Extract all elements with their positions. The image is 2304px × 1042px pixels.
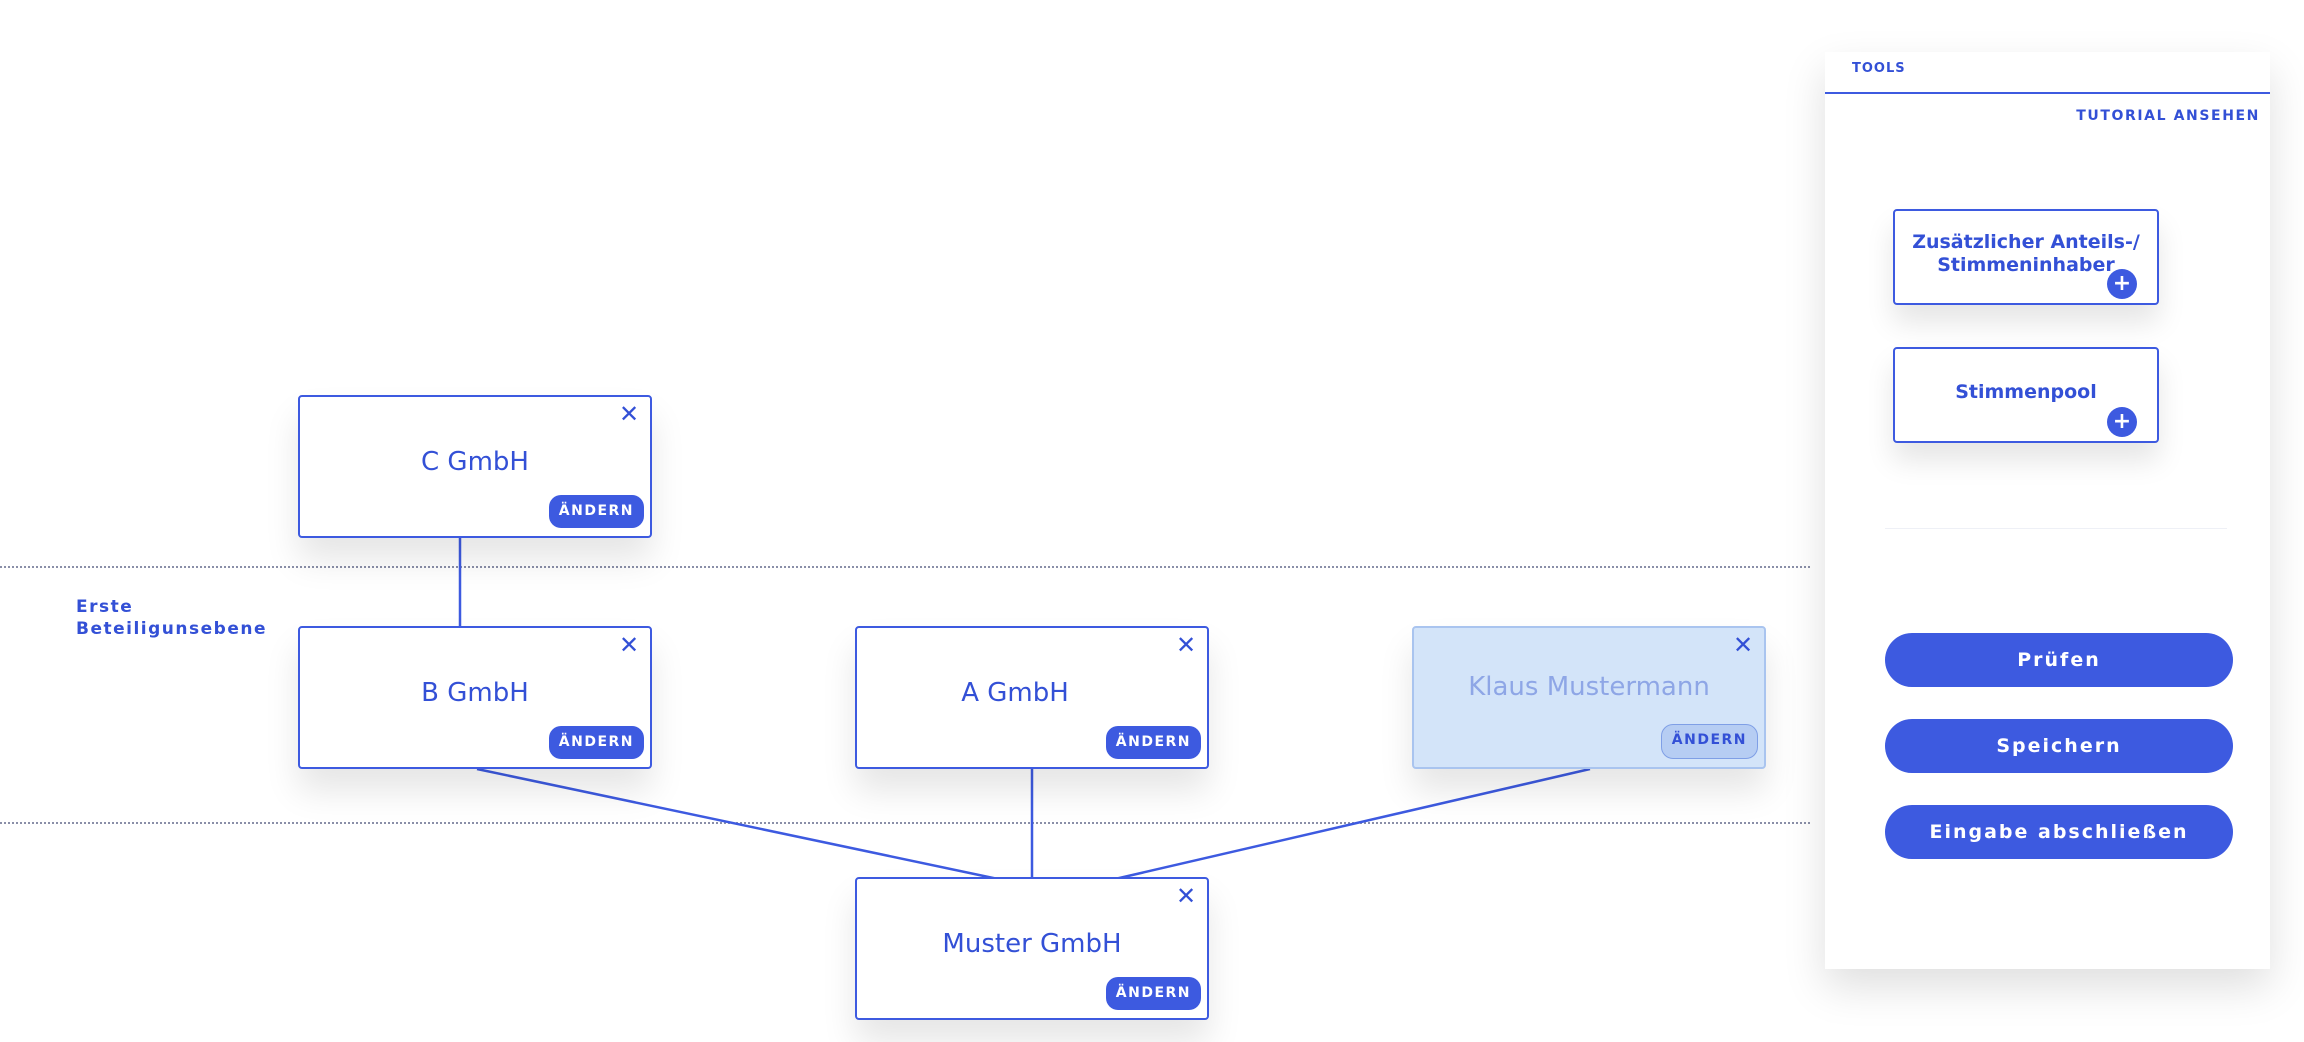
- connector-b-muster: [476, 767, 999, 881]
- close-icon[interactable]: ✕: [1175, 631, 1197, 659]
- node-name: Muster GmbH: [942, 929, 1122, 959]
- tools-panel: TOOLS TUTORIAL ANSEHEN Zusätzlicher Ante…: [1825, 52, 2270, 969]
- close-icon[interactable]: ✕: [618, 631, 640, 659]
- node-name: A GmbH: [961, 678, 1069, 708]
- panel-divider: [1885, 528, 2227, 529]
- node-a-gmbh[interactable]: A GmbH ✕ ÄNDERN: [855, 626, 1209, 769]
- change-button[interactable]: ÄNDERN: [548, 726, 644, 759]
- tool-card-label-line-1: Zusätzlicher Anteils-/: [1912, 231, 2140, 253]
- close-icon[interactable]: ✕: [1732, 631, 1754, 659]
- tools-tab-label: TOOLS: [1852, 61, 1906, 76]
- check-button[interactable]: Prüfen: [1885, 633, 2233, 687]
- level-separator-top: [0, 566, 1810, 568]
- change-button[interactable]: ÄNDERN: [1105, 977, 1201, 1010]
- level-separator-bottom: [0, 822, 1810, 824]
- tool-card-label-line-2: Stimmeninhaber: [1937, 254, 2115, 276]
- close-icon[interactable]: ✕: [618, 400, 640, 428]
- node-b-gmbh[interactable]: B GmbH ✕ ÄNDERN: [298, 626, 652, 769]
- node-name: B GmbH: [421, 678, 529, 708]
- save-button[interactable]: Speichern: [1885, 719, 2233, 773]
- tool-card-voting-pool[interactable]: Stimmenpool +: [1893, 347, 2159, 443]
- tool-card-label: Zusätzlicher Anteils-/ Stimmeninhaber: [1905, 231, 2147, 277]
- finish-input-button[interactable]: Eingabe abschließen: [1885, 805, 2233, 859]
- tool-card-label: Stimmenpool: [1955, 381, 2097, 403]
- node-name: Klaus Mustermann: [1468, 672, 1710, 702]
- close-icon[interactable]: ✕: [1175, 882, 1197, 910]
- plus-icon[interactable]: +: [2107, 269, 2137, 299]
- node-name: C GmbH: [421, 447, 529, 477]
- plus-icon[interactable]: +: [2107, 407, 2137, 437]
- change-button[interactable]: ÄNDERN: [1660, 724, 1758, 759]
- tools-tab[interactable]: TOOLS: [1825, 52, 2270, 94]
- diagram-canvas: Erste Beteiligunsebene C GmbH ✕ ÄNDERN B…: [0, 395, 1810, 1020]
- node-muster-gmbh[interactable]: Muster GmbH ✕ ÄNDERN: [855, 877, 1209, 1020]
- level-label-line-2: Beteiligunsebene: [76, 619, 267, 639]
- connection-lines: [458, 538, 1591, 881]
- level-label: Erste Beteiligunsebene: [76, 596, 267, 640]
- level-label-line-1: Erste: [76, 597, 134, 617]
- connector-klaus-muster: [1114, 767, 1591, 881]
- tool-card-additional-holder[interactable]: Zusätzlicher Anteils-/ Stimmeninhaber +: [1893, 209, 2159, 305]
- node-klaus-mustermann[interactable]: Klaus Mustermann ✕ ÄNDERN: [1412, 626, 1766, 769]
- tutorial-link[interactable]: TUTORIAL ANSEHEN: [2076, 108, 2260, 124]
- change-button[interactable]: ÄNDERN: [1105, 726, 1201, 759]
- node-c-gmbh[interactable]: C GmbH ✕ ÄNDERN: [298, 395, 652, 538]
- change-button[interactable]: ÄNDERN: [548, 495, 644, 528]
